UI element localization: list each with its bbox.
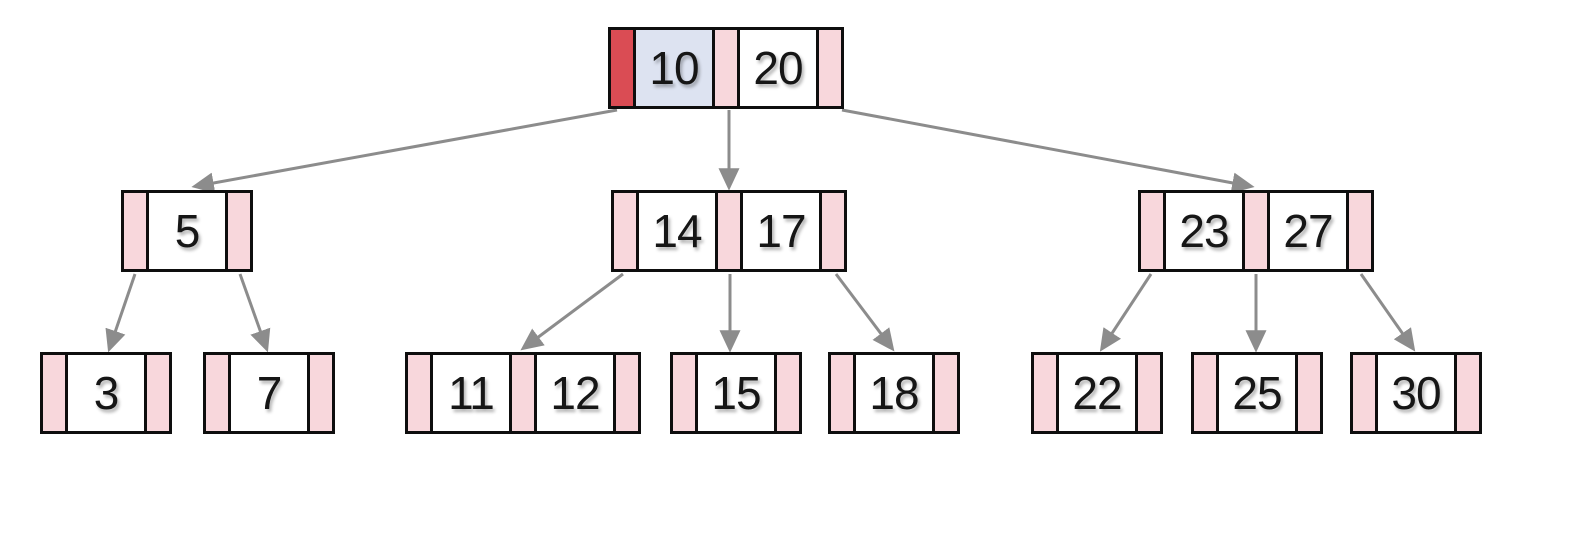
tree-edge-root-to-n23-27 [841, 108, 1255, 194]
btree-node-n14-17: 14 17 [611, 190, 847, 272]
key-cell: 11 [430, 355, 509, 431]
key-cell: 22 [1056, 355, 1135, 431]
pointer-slot [1295, 355, 1320, 431]
pointer-slot [124, 193, 146, 269]
pointer-slot [408, 355, 430, 431]
key-cell: 30 [1375, 355, 1454, 431]
btree-node-n23-27: 23 27 [1138, 190, 1374, 272]
key-cell: 14 [636, 193, 715, 269]
pointer-slot [509, 355, 534, 431]
tree-edge-root-to-n5 [191, 108, 618, 194]
pointer-slot [225, 193, 250, 269]
btree-node-leaf22: 22 [1031, 352, 1163, 434]
pointer-slot [43, 355, 65, 431]
tree-edge-n5-to-leaf7 [238, 273, 271, 353]
tree-edge-n23-27-to-leaf30 [1359, 273, 1416, 352]
pointer-slot [774, 355, 799, 431]
key-cell: 3 [65, 355, 144, 431]
pointer-slot [1454, 355, 1479, 431]
btree-node-leaf30: 30 [1350, 352, 1482, 434]
pointer-slot [611, 30, 633, 106]
btree-node-leaf3: 3 [40, 352, 172, 434]
pointer-slot [1346, 193, 1371, 269]
pointer-slot [1242, 193, 1267, 269]
key-cell: 20 [737, 30, 816, 106]
tree-edge-n5-to-leaf3 [105, 273, 137, 353]
key-cell: 17 [740, 193, 819, 269]
key-cell: 18 [853, 355, 932, 431]
tree-edge-n23-27-to-leaf22 [1099, 273, 1153, 352]
pointer-slot [673, 355, 695, 431]
pointer-slot [1194, 355, 1216, 431]
btree-node-leaf11-12: 11 12 [405, 352, 641, 434]
pointer-slot [831, 355, 853, 431]
pointer-slot [712, 30, 737, 106]
tree-edge-n14-17-to-leaf18 [834, 273, 895, 352]
key-cell: 7 [228, 355, 307, 431]
key-cell: 5 [146, 193, 225, 269]
key-cell: 10 [633, 30, 712, 106]
pointer-slot [819, 193, 844, 269]
pointer-slot [715, 193, 740, 269]
pointer-slot [1034, 355, 1056, 431]
pointer-slot [614, 193, 636, 269]
pointer-slot [1135, 355, 1160, 431]
btree-node-leaf18: 18 [828, 352, 960, 434]
key-cell: 25 [1216, 355, 1295, 431]
key-cell: 27 [1267, 193, 1346, 269]
pointer-slot [206, 355, 228, 431]
btree-node-n5: 5 [121, 190, 253, 272]
pointer-slot [1141, 193, 1163, 269]
btree-node-root: 10 20 [608, 27, 844, 109]
pointer-slot [1353, 355, 1375, 431]
pointer-slot [613, 355, 638, 431]
btree-node-leaf15: 15 [670, 352, 802, 434]
key-cell: 15 [695, 355, 774, 431]
btree-node-leaf7: 7 [203, 352, 335, 434]
pointer-slot [307, 355, 332, 431]
key-cell: 23 [1163, 193, 1242, 269]
btree-node-leaf25: 25 [1191, 352, 1323, 434]
pointer-slot [932, 355, 957, 431]
key-cell: 12 [534, 355, 613, 431]
tree-edge-n14-17-to-leaf11-12 [520, 272, 624, 351]
pointer-slot [144, 355, 169, 431]
pointer-slot [816, 30, 841, 106]
